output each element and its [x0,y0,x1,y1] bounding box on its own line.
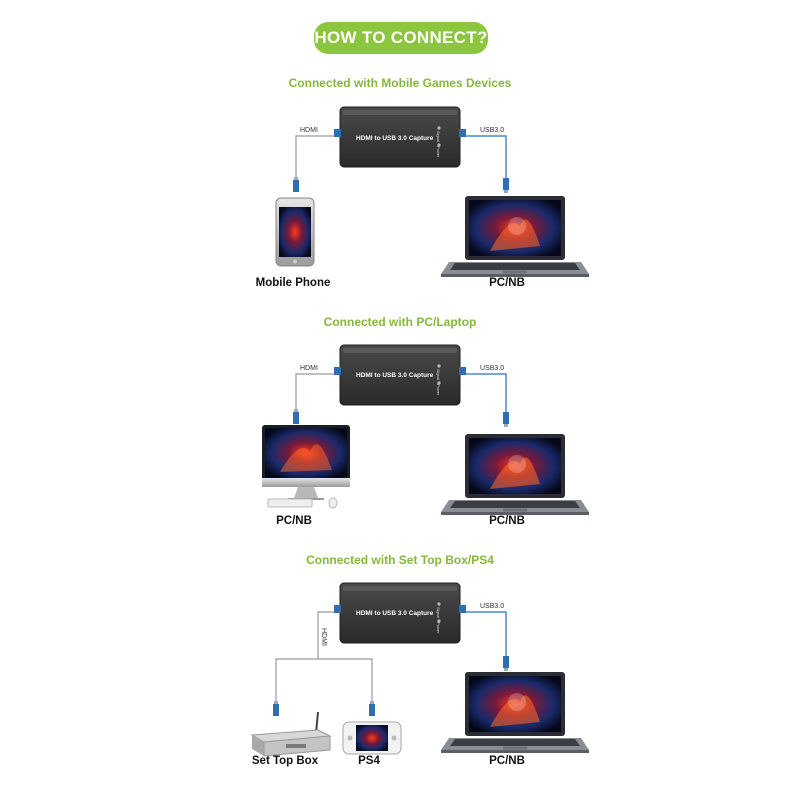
usb-plug [503,656,509,671]
section1-right-label: PC/NB [489,277,525,289]
usb-cable-label: USB3.0 [480,127,504,134]
device-label: HDMI to USB 3.0 Capture [356,372,434,379]
hdmi-plug [273,701,279,716]
hdmi-cable-label: HDMI [300,365,318,372]
mobile-phone-icon [275,197,315,267]
section1-diagram: HDMI to USB 3.0 Capture Signal Power HDM… [275,106,589,277]
section1-left-label: Mobile Phone [255,277,331,289]
hdmi-cable [295,135,334,180]
section3-right-label: PC/NB [489,755,525,767]
usb-cable-label: USB3.0 [480,603,504,610]
laptop-icon [441,196,589,277]
usb-cable [466,611,507,656]
usb-cable-label: USB3.0 [480,365,504,372]
section2-right-label: PC/NB [489,515,525,527]
section3-middle-label: PS4 [358,755,380,767]
usb-plug [503,412,509,427]
device-label: HDMI to USB 3.0 Capture [356,610,434,617]
usb-cable [466,373,507,412]
signal-led-label: Signal [436,131,441,142]
power-led-label: Power [436,384,441,396]
section1-heading: Connected with Mobile Games Devices [288,76,512,90]
signal-led-label: Signal [436,607,441,618]
laptop-icon [441,434,589,515]
usb-plug [503,178,509,193]
section3-diagram: HDMI to USB 3.0 Capture Signal Power HDM… [250,582,589,757]
title-banner: HOW TO CONNECT? [314,22,488,54]
section3-left-label: Set Top Box [251,755,319,767]
hdmi-cable [317,611,334,659]
usb-cable [466,135,507,178]
hdmi-plug [369,701,375,716]
section2-diagram: HDMI to USB 3.0 Capture Signal Power HDM… [262,344,589,515]
desktop-computer-icon [262,425,350,509]
ps4-icon [342,721,402,755]
hdmi-cable-label: HDMI [300,127,318,134]
power-led-label: Power [436,622,441,634]
section2-heading: Connected with PC/Laptop [323,315,477,329]
signal-led-label: Signal [436,369,441,380]
device-label: HDMI to USB 3.0 Capture [356,135,434,142]
hdmi-plug [293,177,299,192]
hdmi-plug [293,409,299,424]
section2-left-label: PC/NB [276,515,312,527]
hdmi-cable [295,373,334,412]
hdmi-cable-label: HDMI [320,628,327,646]
power-led-label: Power [436,146,441,158]
laptop-icon [441,672,589,753]
section3-heading: Connected with Set Top Box/PS4 [306,553,494,567]
set-top-box-icon [250,711,332,757]
hdmi-splitter-cable [275,658,373,706]
